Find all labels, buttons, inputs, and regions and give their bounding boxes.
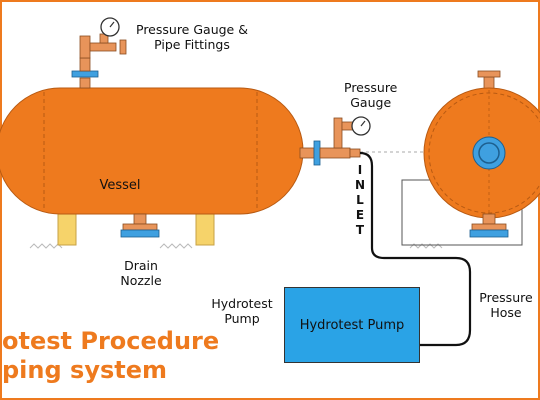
pressure-hose-line2: Hose xyxy=(490,305,522,320)
hydrotest-pump-line1: Hydrotest xyxy=(211,296,273,311)
pressure-gauge-fittings-line2: Pipe Fittings xyxy=(154,37,230,52)
inlet-letter: N xyxy=(354,178,366,192)
pressure-hose-label: Pressure Hose xyxy=(478,290,534,320)
pressure-gauge-line1: Pressure xyxy=(344,80,398,95)
outlet-fittings xyxy=(299,117,361,166)
pressure-gauge-fittings-label: Pressure Gauge & Pipe Fittings xyxy=(136,22,248,52)
top-nozzle xyxy=(71,33,127,89)
hydrotest-pump-box: Hydrotest Pump xyxy=(284,287,420,363)
inlet-letter: E xyxy=(355,208,365,222)
vessel-label: Vessel xyxy=(99,178,141,193)
ground-hatches xyxy=(29,243,443,249)
hydrotest-pump-label: Hydrotest Pump xyxy=(210,296,274,326)
drain-nozzle-line1: Drain xyxy=(124,258,158,273)
inlet-letter: T xyxy=(355,223,365,237)
pressure-gauge-line2: Gauge xyxy=(350,95,392,110)
pressure-hose xyxy=(359,151,472,347)
title-line1: otest Procedure xyxy=(2,327,220,355)
drain-nozzle xyxy=(120,213,160,238)
pressure-gauge-fittings-line1: Pressure Gauge & xyxy=(136,22,248,37)
drain-nozzle-line2: Nozzle xyxy=(120,273,162,288)
inlet-letter: I xyxy=(357,163,363,177)
top-pressure-gauge-icon xyxy=(100,17,120,37)
title-line2: ping system xyxy=(2,356,167,384)
right-pressure-gauge-icon xyxy=(351,116,371,136)
vessel-support-left xyxy=(57,213,77,246)
drain-nozzle-label: Drain Nozzle xyxy=(118,258,164,288)
pressure-hose-line1: Pressure xyxy=(479,290,533,305)
hydrotest-pump-line2: Pump xyxy=(224,311,260,326)
inlet-label: I N L E T xyxy=(353,163,367,238)
hydrotest-pump-box-label: Hydrotest Pump xyxy=(299,317,405,333)
vessel-body xyxy=(0,87,304,215)
vessel-support-right xyxy=(195,213,215,246)
vessel-end-view xyxy=(401,70,540,246)
inlet-letter: L xyxy=(356,193,364,207)
vessel-seams xyxy=(43,92,258,210)
pressure-gauge-label: Pressure Gauge xyxy=(344,80,397,110)
